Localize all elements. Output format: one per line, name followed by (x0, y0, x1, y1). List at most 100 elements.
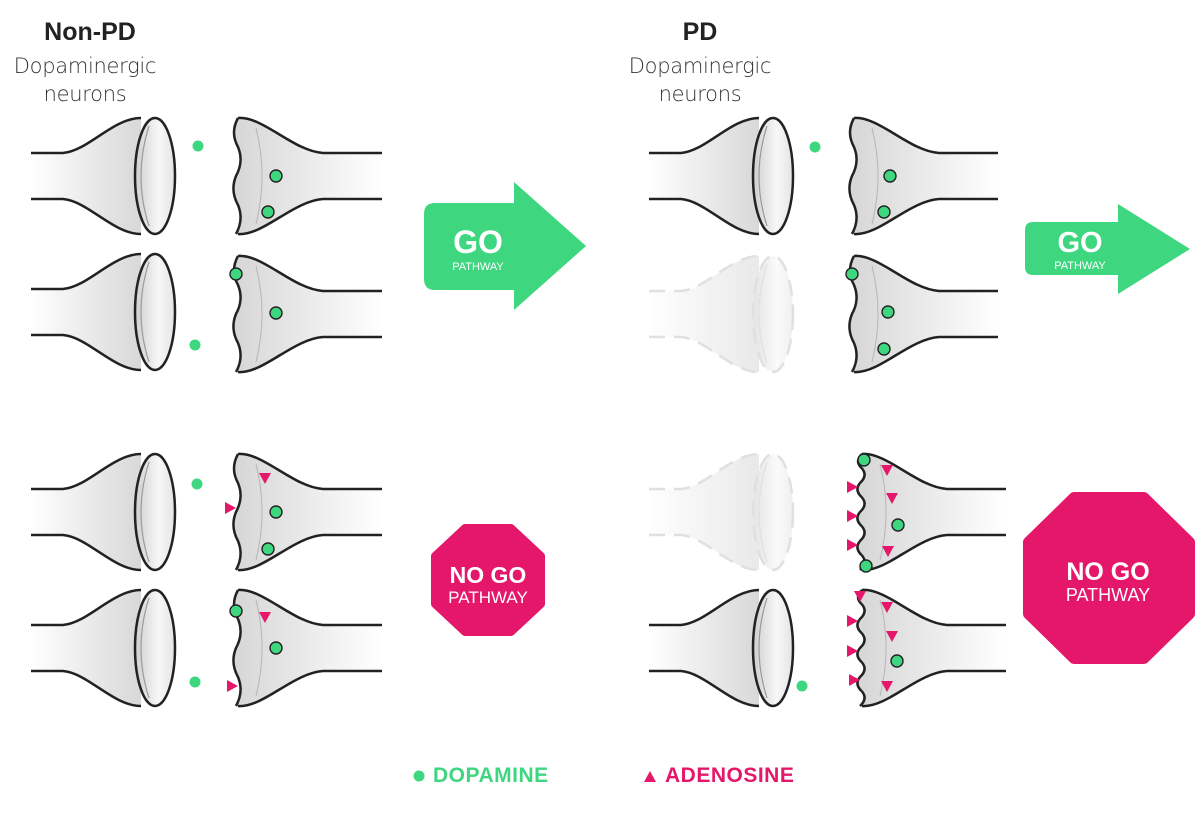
postsynaptic-layer (232, 116, 1006, 708)
axon-body (649, 118, 759, 234)
axon-upper-edge (649, 254, 760, 293)
go-sub-left: PATHWAY (452, 261, 504, 273)
postsynaptic-dendrite (848, 254, 998, 374)
terminal-face-shade (758, 125, 768, 227)
go-signal-right: GO PATHWAY (1025, 204, 1190, 294)
dendrite-shade (871, 265, 879, 363)
dendrite-shade (255, 265, 263, 363)
dopamine-molecule (191, 478, 203, 490)
dendrite-shade (879, 463, 887, 561)
receptor-face (856, 589, 866, 707)
dopamine-molecule (261, 542, 275, 556)
dopamine-molecule (189, 676, 201, 688)
non-pd-title: Non-PD (44, 18, 136, 46)
nogo-octagon-right (1023, 492, 1195, 664)
dendrite-body (857, 453, 1006, 571)
go-signal-left: GO PATHWAY (424, 182, 586, 310)
adenosine-molecule (882, 546, 894, 557)
dopamine-molecule (809, 141, 821, 153)
axon-upper-edge (31, 588, 142, 627)
dopamine-molecule (796, 680, 808, 692)
adenosine-molecule (854, 591, 866, 602)
go-label-right: GO (1057, 227, 1102, 259)
non-pd-subtitle: Dopaminergic neurons (0, 52, 170, 108)
adenosine-molecule (847, 481, 858, 493)
axon-body (31, 118, 141, 234)
dendrite-shade (879, 599, 887, 697)
axon-upper-edge (649, 452, 760, 491)
nogo-sub-left: PATHWAY (448, 588, 528, 607)
presynaptic-terminal (31, 252, 177, 372)
dendrite-upper-edge (861, 588, 1006, 627)
dendrite-body (233, 589, 382, 707)
axon-lower-edge (649, 197, 760, 236)
axon-body (31, 454, 141, 570)
legend-adenosine: ADENOSINE (643, 764, 794, 788)
dendrite-body (849, 117, 998, 235)
presynaptic-terminal-degenerated (649, 254, 795, 374)
receptor-face (856, 453, 866, 571)
axon-body (649, 590, 759, 706)
dopamine-molecule (229, 267, 243, 281)
go-sub-right: PATHWAY (1054, 260, 1106, 272)
dopamine-molecule (269, 505, 283, 519)
legend-dopamine: DOPAMINE (413, 764, 549, 788)
adenosine-molecule (886, 631, 898, 642)
postsynaptic-dendrite (848, 116, 998, 236)
presynaptic-terminal (31, 116, 177, 236)
adenosine-molecule (259, 473, 271, 484)
non-pd-subtitle-line1: Dopaminergic (13, 54, 157, 78)
postsynaptic-dendrite (856, 588, 1006, 708)
dopamine-legend-label: DOPAMINE (433, 764, 549, 787)
terminal-face-shade (140, 461, 150, 563)
dendrite-shade (255, 127, 263, 225)
dopamine-molecule (845, 267, 859, 281)
axon-lower-edge (31, 669, 142, 708)
dendrite-body (233, 453, 382, 571)
adenosine-molecule (847, 510, 858, 522)
dopamine-molecule (859, 559, 873, 573)
dendrite-upper-edge (237, 116, 382, 155)
dopamine-molecule (269, 169, 283, 183)
terminal-face-shade (140, 261, 150, 363)
axon-lower-edge (31, 197, 142, 236)
dendrite-shade (871, 127, 879, 225)
dopamine-molecule (881, 305, 895, 319)
axon-body (649, 454, 759, 570)
dopamine-molecule (192, 140, 204, 152)
terminal-face (751, 452, 795, 572)
adenosine-molecule (881, 602, 893, 613)
presynaptic-terminal-degenerated (649, 452, 795, 572)
axon-upper-edge (31, 452, 142, 491)
pd-title: PD (682, 18, 718, 46)
adenosine-legend-icon (644, 770, 656, 782)
dendrite-body (857, 589, 1006, 707)
dendrite-upper-edge (853, 254, 998, 293)
adenosine-molecule (227, 680, 238, 692)
nogo-octagon-left (431, 524, 545, 636)
axon-upper-edge (31, 252, 142, 291)
adenosine-molecule (849, 674, 860, 686)
go-label-left: GO (453, 224, 503, 260)
nogo-sub-right: PATHWAY (1066, 585, 1150, 605)
axon-lower-edge (649, 533, 760, 572)
receptor-face (848, 117, 858, 235)
axon-upper-edge (649, 116, 760, 155)
dendrite-upper-edge (861, 452, 1006, 491)
dopamine-molecule (261, 205, 275, 219)
dendrite-lower-edge (853, 335, 998, 374)
receptor-face (232, 117, 242, 235)
dopamine-molecule (891, 518, 905, 532)
axon-lower-edge (31, 333, 142, 372)
dopamine-molecule (269, 641, 283, 655)
axon-lower-edge (649, 335, 760, 374)
terminal-face-shade (758, 263, 768, 365)
adenosine-molecule (881, 681, 893, 692)
dendrite-lower-edge (237, 533, 382, 572)
pd-subtitle-line2: neurons (658, 82, 742, 106)
dopamine-molecule (890, 654, 904, 668)
adenosine-molecule (847, 539, 858, 551)
dendrite-body (233, 117, 382, 235)
dendrite-shade (255, 463, 263, 561)
